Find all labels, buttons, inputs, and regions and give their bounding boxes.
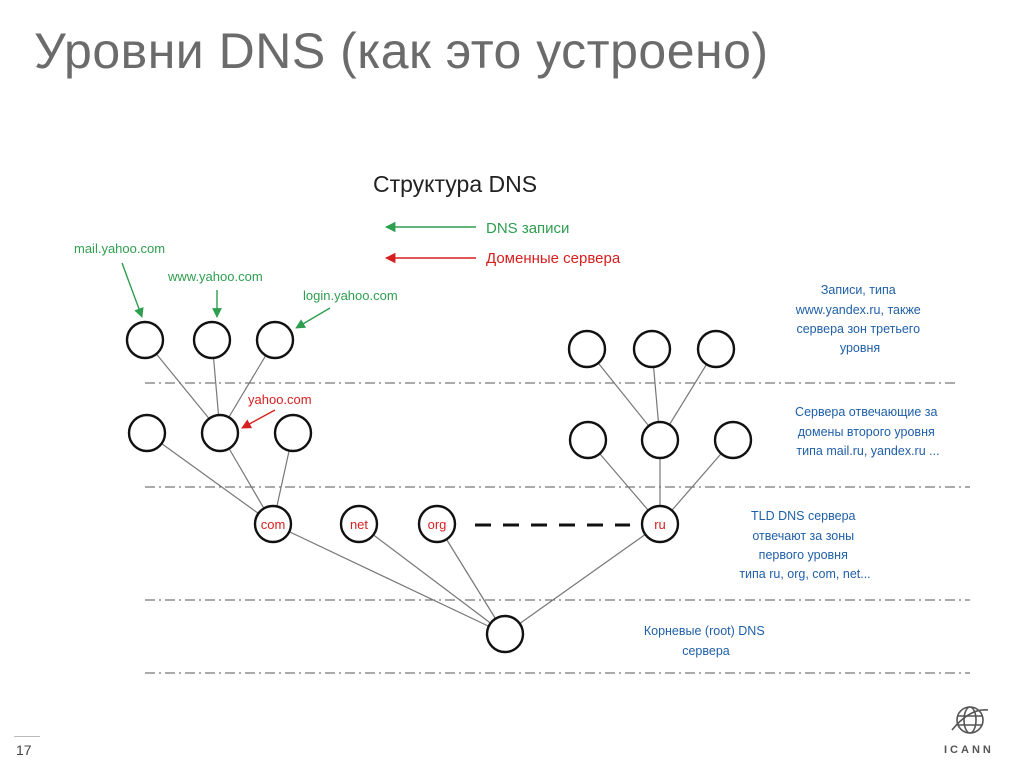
node-org — [417, 504, 457, 544]
tld-label-ru: ru — [654, 517, 666, 532]
node-second-level-left — [127, 413, 167, 453]
note-third-level: Записи, типа www.yandex.ru, также сервер… — [795, 283, 925, 355]
node-login-yahoo — [255, 320, 295, 360]
host-label-www: www.yahoo.com — [167, 269, 263, 284]
note-tld-level: TLD DNS сервера отвечают за зоны первого… — [739, 509, 870, 581]
slide-title: Уровни DNS (как это устроено) — [34, 23, 769, 79]
note-third-level-line-2: www.yandex.ru, также — [795, 303, 921, 317]
note-root-level: Корневые (root) DNS сервера — [644, 624, 768, 658]
note-tld-level-line-4: типа ru, org, com, net... — [739, 567, 870, 581]
node-ru-second-2 — [640, 420, 680, 460]
yahoo-server-arrow — [241, 409, 276, 429]
note-root-level-line-2: сервера — [682, 644, 730, 658]
login-record-arrow — [295, 307, 331, 329]
host-label-yahoo: yahoo.com — [248, 392, 312, 407]
node-ru-second-3 — [713, 420, 753, 460]
note-second-level-line-3: типа mail.ru, yandex.ru ... — [796, 444, 939, 458]
icann-globe-logo — [951, 706, 989, 734]
node-net — [339, 504, 379, 544]
node-www-yahoo — [192, 320, 232, 360]
tld-label-com: com — [261, 517, 286, 532]
host-label-mail: mail.yahoo.com — [74, 241, 165, 256]
page-number: 17 — [16, 742, 32, 758]
note-root-level-line-1: Корневые (root) DNS — [644, 624, 765, 638]
node-yahoo — [200, 413, 240, 453]
node-ru — [640, 504, 680, 544]
note-second-level: Сервера отвечающие за домены второго уро… — [795, 405, 941, 458]
logo-text: ICANN — [944, 744, 994, 756]
note-tld-level-line-2: отвечают за зоны — [752, 529, 854, 543]
note-third-level-line-3: сервера зон третьего — [796, 322, 920, 336]
diagram-title: Структура DNS — [373, 171, 537, 197]
note-third-level-line-1: Записи, типа — [821, 283, 896, 297]
node-second-level-right — [273, 413, 313, 453]
node-ru-third-2 — [632, 329, 672, 369]
node-ru-second-1 — [568, 420, 608, 460]
footer-divider — [14, 736, 40, 737]
tld-label-net: net — [350, 517, 368, 532]
legend-dns-records-label: DNS записи — [486, 220, 569, 237]
host-label-login: login.yahoo.com — [303, 288, 398, 303]
node-ru-third-1 — [567, 329, 607, 369]
note-tld-level-line-3: первого уровня — [759, 548, 848, 562]
tld-label-org: org — [428, 517, 447, 532]
note-second-level-line-2: домены второго уровня — [798, 425, 935, 439]
mail-record-arrow — [121, 262, 144, 318]
legend-domain-servers-label: Доменные сервера — [486, 250, 621, 267]
node-ru-third-3 — [696, 329, 736, 369]
node-com — [253, 504, 293, 544]
note-second-level-line-1: Сервера отвечающие за — [795, 405, 937, 419]
node-root — [485, 614, 525, 654]
note-third-level-line-4: уровня — [840, 341, 880, 355]
note-tld-level-line-1: TLD DNS сервера — [751, 509, 856, 523]
node-mail-yahoo — [125, 320, 165, 360]
